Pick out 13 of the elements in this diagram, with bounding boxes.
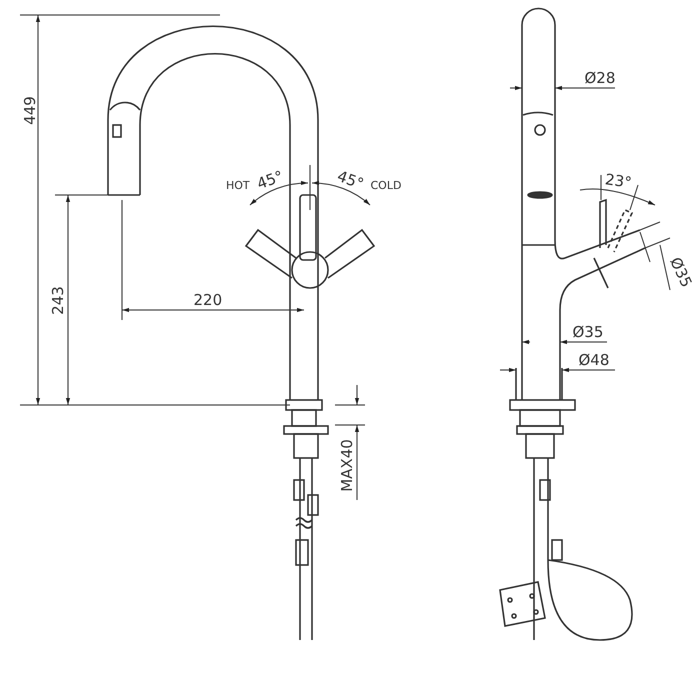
temperature-label: COLD	[370, 180, 402, 190]
dimension-label: 243	[50, 286, 66, 314]
dimension-label: Ø35	[572, 324, 604, 340]
angle-label: 45°	[334, 168, 365, 192]
dimension-label: Ø28	[584, 70, 616, 86]
angle-label: 23°	[604, 172, 632, 190]
temperature-label: HOT	[226, 180, 250, 190]
dimension-label: MAX40	[339, 438, 354, 492]
dimension-label: 449	[22, 96, 38, 124]
dimension-label: Ø48	[578, 352, 610, 368]
dimension-label: 220	[194, 292, 222, 308]
angle-label: 45°	[254, 168, 285, 192]
dimension-label: Ø35	[666, 254, 694, 290]
